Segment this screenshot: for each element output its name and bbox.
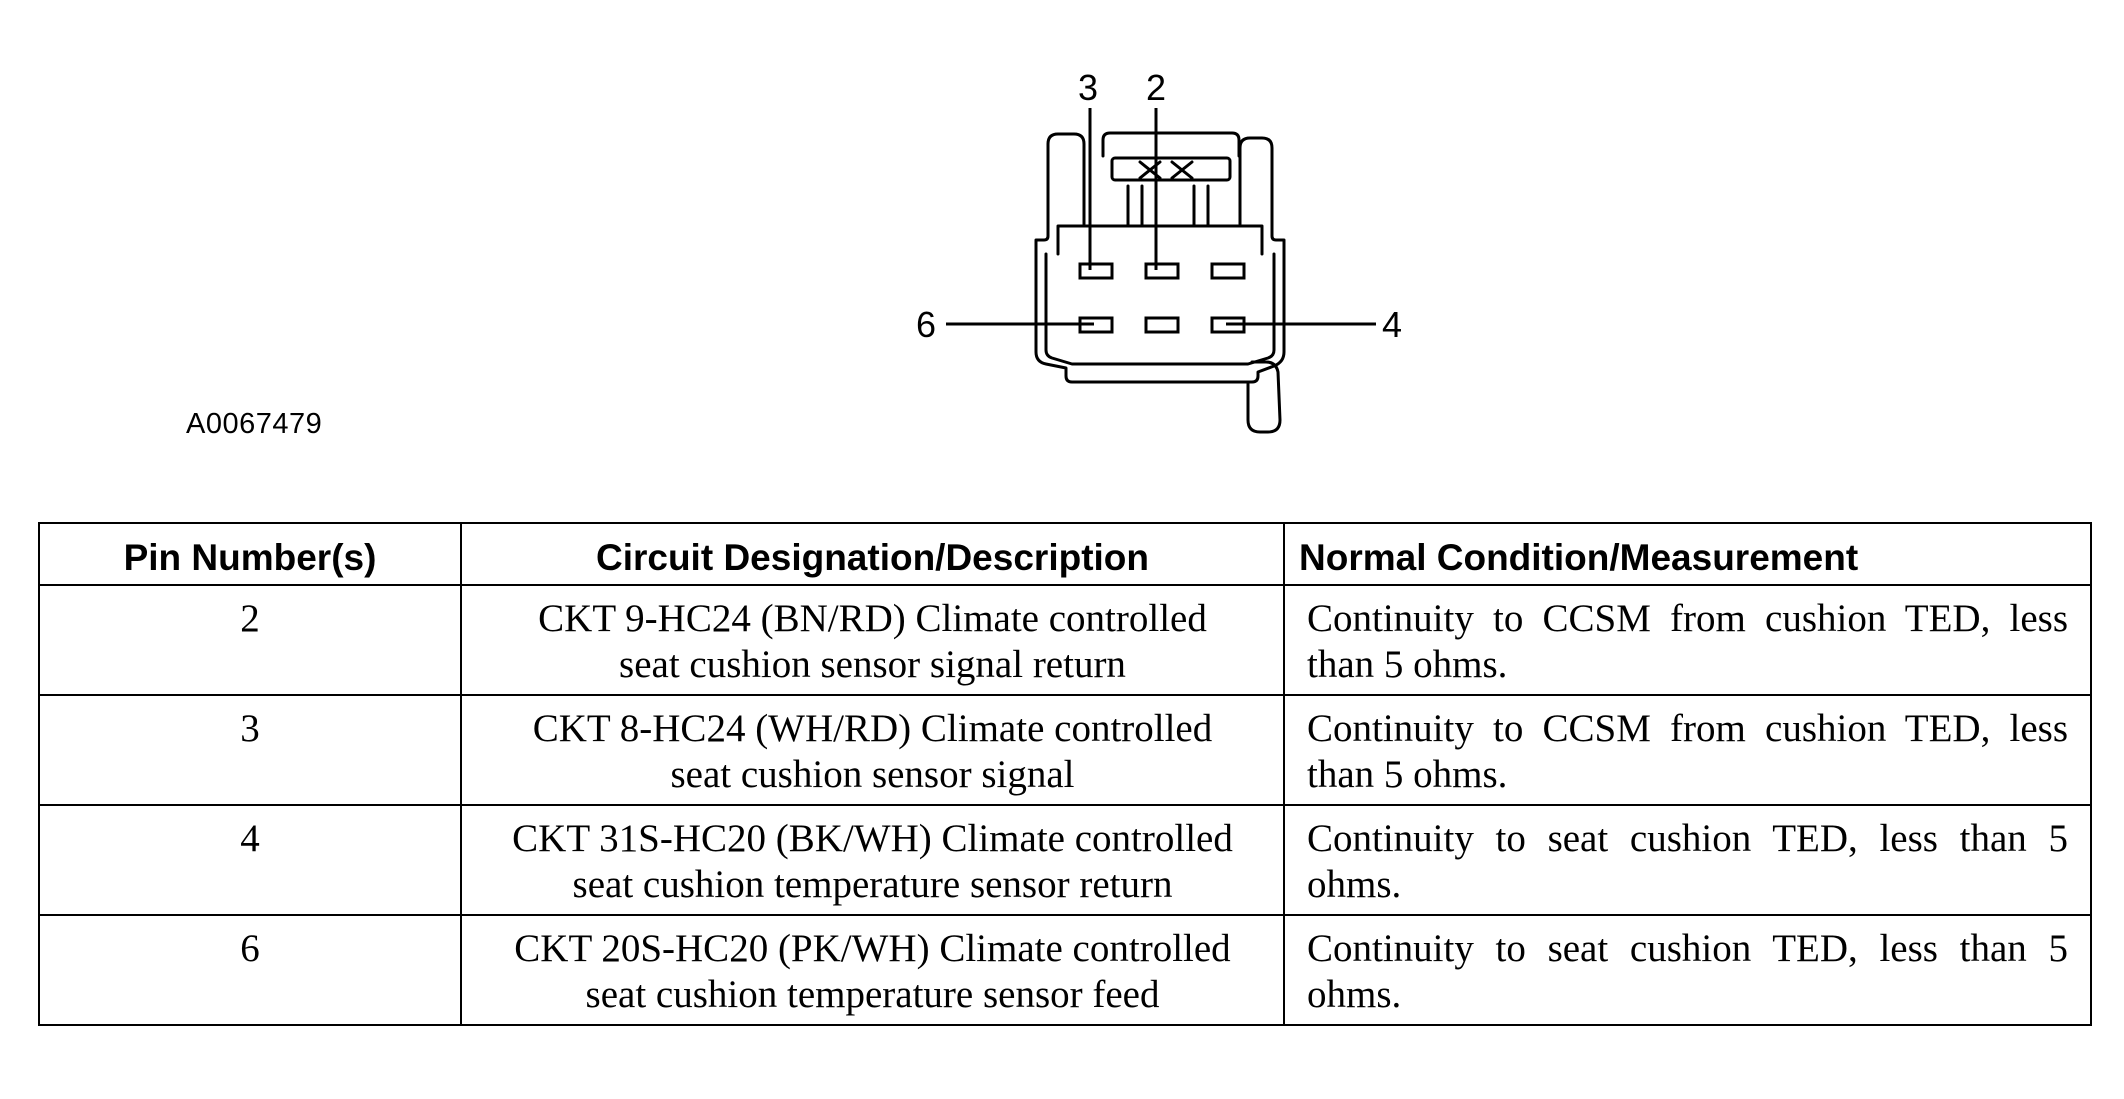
table-header-row: Pin Number(s) Circuit Designation/Descri… <box>38 522 2092 586</box>
connector-lower-tab <box>1246 360 1282 434</box>
cell-description: CKT 8-HC24 (WH/RD) Climate controlled se… <box>460 694 1285 806</box>
cell-pin: 3 <box>38 694 462 806</box>
diagram-reference-id: A0067479 <box>186 408 323 440</box>
description-line: seat cushion temperature sensor feed <box>585 973 1160 1016</box>
header-normal-condition: Normal Condition/Measurement <box>1283 522 2092 586</box>
callout-2: 2 <box>1146 67 1166 108</box>
cell-condition: Continuity to seat cushion TED, less tha… <box>1283 804 2092 916</box>
cell-pin: 6 <box>38 914 462 1026</box>
pin-chart-table: Pin Number(s) Circuit Designation/Descri… <box>38 522 2092 1026</box>
pin-cavity-5 <box>1144 316 1180 334</box>
pin-cavity-1 <box>1210 262 1246 280</box>
pin-cavity-3 <box>1078 262 1114 280</box>
cell-description: CKT 20S-HC20 (PK/WH) Climate controlled … <box>460 914 1285 1026</box>
table-row: 4 CKT 31S-HC20 (BK/WH) Climate controlle… <box>38 804 2092 916</box>
callout-4: 4 <box>1382 304 1402 345</box>
table-row: 6 CKT 20S-HC20 (PK/WH) Climate controlle… <box>38 914 2092 1026</box>
connector-latch-window <box>1110 156 1232 182</box>
table-row: 2 CKT 9-HC24 (BN/RD) Climate controlled … <box>38 584 2092 696</box>
table-row: 3 CKT 8-HC24 (WH/RD) Climate controlled … <box>38 694 2092 806</box>
pin-cavity-2 <box>1144 262 1180 280</box>
description-line: CKT 31S-HC20 (BK/WH) Climate controlled <box>512 817 1233 860</box>
cell-pin: 4 <box>38 804 462 916</box>
cell-condition: Continuity to CCSM from cushion TED, les… <box>1283 694 2092 806</box>
header-circuit-description: Circuit Designation/Description <box>460 522 1285 586</box>
cell-description: CKT 31S-HC20 (BK/WH) Climate controlled … <box>460 804 1285 916</box>
connector-right-ear <box>1238 136 1274 226</box>
cell-description: CKT 9-HC24 (BN/RD) Climate controlled se… <box>460 584 1285 696</box>
cell-condition: Continuity to seat cushion TED, less tha… <box>1283 914 2092 1026</box>
cell-pin: 2 <box>38 584 462 696</box>
description-line: CKT 8-HC24 (WH/RD) Climate controlled <box>532 707 1213 750</box>
connector-diagram: 3 2 6 4 <box>916 67 1402 434</box>
connector-body <box>1034 248 1286 384</box>
description-line: seat cushion temperature sensor return <box>572 863 1173 906</box>
description-line: seat cushion sensor signal return <box>619 643 1126 686</box>
description-line: CKT 20S-HC20 (PK/WH) Climate controlled <box>514 927 1231 970</box>
description-line: seat cushion sensor signal <box>670 753 1075 796</box>
callout-3: 3 <box>1078 67 1098 108</box>
description-line: CKT 9-HC24 (BN/RD) Climate controlled <box>538 597 1207 640</box>
connector-latch <box>1101 131 1241 158</box>
connector-left-ear <box>1046 132 1086 226</box>
callout-6: 6 <box>916 304 936 345</box>
cell-condition: Continuity to CCSM from cushion TED, les… <box>1283 584 2092 696</box>
header-pin-number: Pin Number(s) <box>38 522 462 586</box>
